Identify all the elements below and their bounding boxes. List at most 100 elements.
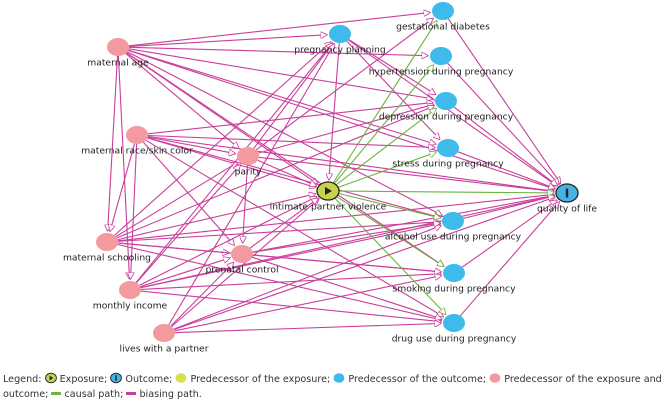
node-qol[interactable]: quality of life [537, 183, 597, 215]
node-label: maternal schooling [63, 253, 151, 264]
node-label: pregnancy planning [294, 45, 385, 56]
legend-pred-exposure: Predecessor of the exposure; [190, 374, 331, 385]
node-layer: maternal age maternal race/skin color pari… [63, 2, 597, 355]
exposure-icon [44, 372, 57, 384]
edge-race-to-drug-biasing [145, 139, 444, 317]
pred-both-dot-icon [489, 373, 501, 383]
node-label: prenatal control [205, 265, 278, 276]
edge-partner-to-prenatal-biasing [170, 262, 234, 327]
node-label: gestational diabetes [396, 22, 490, 33]
edge-partner-to-planning-biasing [168, 43, 335, 326]
node-shape[interactable] [107, 38, 129, 56]
node-label: smoking during pregnancy [392, 284, 516, 295]
node-shape[interactable] [443, 264, 465, 282]
edge-maternal_age-to-schooling-biasing [108, 55, 119, 232]
edge-ipv-to-drug-causal [334, 197, 446, 315]
edge-planning-to-qol-biasing [348, 39, 557, 186]
legend-prefix: Legend: [3, 374, 42, 385]
dag-diagram: maternal age maternal race/skin color pari… [63, 2, 597, 355]
node-shape[interactable] [435, 92, 457, 110]
node-planning[interactable]: pregnancy planning [294, 25, 386, 56]
node-shape[interactable] [443, 314, 465, 332]
node-income[interactable]: monthly income [93, 281, 168, 312]
node-depress[interactable]: depression during pregnancy [379, 92, 514, 123]
edge-income-to-ipv-biasing [139, 195, 317, 286]
node-drug[interactable]: drug use during pregnancy [392, 314, 517, 345]
node-shape[interactable] [442, 212, 464, 230]
node-shape[interactable] [432, 2, 454, 20]
edge-planning-to-depress-biasing [348, 39, 436, 95]
node-label: maternal age [87, 58, 149, 69]
edge-partner-to-drug-biasing [174, 323, 442, 334]
node-label: stress during pregnancy [392, 159, 504, 170]
edge-income-to-alcohol-biasing [140, 224, 441, 289]
edge-schooling-to-alcohol-biasing [117, 222, 441, 242]
node-smoking[interactable]: smoking during pregnancy [392, 264, 516, 295]
node-shape[interactable] [119, 281, 141, 299]
outcome-icon [110, 372, 123, 384]
edge-alcohol-to-qol-biasing [463, 196, 556, 219]
edge-depress-to-qol-biasing [453, 106, 558, 186]
node-shape[interactable] [237, 147, 259, 165]
edge-smoking-to-qol-biasing [461, 200, 557, 268]
edge-partner-to-qol-biasing [173, 197, 555, 331]
edge-parity-to-ipv-biasing [257, 159, 317, 186]
node-race[interactable]: maternal race/skin color [81, 126, 193, 157]
edge-prenatal-to-smoking-biasing [252, 254, 442, 272]
edge-race-to-alcohol-biasing [147, 137, 441, 218]
node-maternal-age[interactable]: maternal age [87, 38, 149, 69]
edge-ipv-to-qol-causal [338, 191, 555, 193]
edge-maternal_age-to-stress-biasing [128, 49, 436, 144]
node-shape[interactable] [126, 126, 148, 144]
edge-gestdiab-to-qol-biasing [447, 18, 560, 184]
node-hypert[interactable]: hypertension during pregnancy [369, 47, 514, 78]
legend-outcome: Outcome; [125, 374, 173, 385]
edge-maternal_age-to-hypert-biasing [128, 46, 429, 55]
node-gestdiab[interactable]: gestational diabetes [396, 2, 490, 33]
node-shape[interactable] [153, 324, 175, 342]
play-icon [325, 187, 332, 195]
edge-ipv-to-gestdiab-causal [332, 20, 437, 184]
edge-maternal_age-to-depress-biasing [128, 48, 434, 99]
node-label: alcohol use during pregnancy [385, 232, 522, 243]
edge-hypert-to-qol-biasing [447, 62, 560, 185]
node-label: lives with a partner [120, 344, 209, 355]
pred-exposure-dot-icon [176, 373, 187, 383]
biasing-line-icon [126, 391, 137, 395]
edge-prenatal-to-ipv-biasing [249, 198, 318, 249]
edge-income-to-planning-biasing [135, 43, 333, 283]
node-label: quality of life [537, 204, 597, 215]
edge-income-to-parity-biasing [135, 164, 240, 284]
node-shape[interactable] [437, 139, 459, 157]
edge-ipv-to-smoking-causal [336, 196, 445, 267]
node-shape[interactable] [329, 25, 351, 43]
node-label: maternal race/skin color [81, 146, 193, 157]
edge-schooling-to-ipv-biasing [117, 194, 316, 241]
edge-partner-to-smoking-biasing [174, 276, 442, 332]
node-stress[interactable]: stress during pregnancy [392, 139, 504, 170]
legend-biasing: biasing path. [139, 388, 202, 400]
node-shape[interactable] [430, 47, 452, 65]
edge-maternal_age-to-parity-biasing [125, 52, 240, 148]
node-schooling[interactable]: maternal schooling [63, 233, 151, 264]
edge-partner-to-alcohol-biasing [173, 225, 442, 330]
causal-line-icon [51, 391, 62, 395]
edge-income-to-qol-biasing [140, 196, 555, 289]
edge-planning-to-stress-biasing [346, 40, 441, 140]
node-parity[interactable]: parity [235, 147, 262, 178]
edge-race-to-parity-biasing [147, 136, 236, 154]
node-alcohol[interactable]: alcohol use during pregnancy [385, 212, 522, 243]
edge-stress-to-qol-biasing [457, 151, 556, 189]
edge-layer [108, 12, 561, 334]
edge-parity-to-qol-biasing [258, 156, 555, 191]
node-ipv[interactable]: intimate partner violence [270, 181, 387, 213]
node-partner[interactable]: lives with a partner [120, 324, 209, 355]
legend-exposure: Exposure; [59, 374, 108, 385]
node-label: intimate partner violence [270, 202, 387, 213]
node-shape[interactable] [96, 233, 118, 251]
node-prenatal[interactable]: prenatal control [205, 245, 279, 276]
pred-outcome-dot-icon [333, 373, 345, 383]
node-shape[interactable] [231, 245, 253, 263]
edge-parity-to-planning-biasing [253, 43, 333, 149]
legend-pred-outcome: Predecessor of the outcome; [348, 374, 487, 385]
